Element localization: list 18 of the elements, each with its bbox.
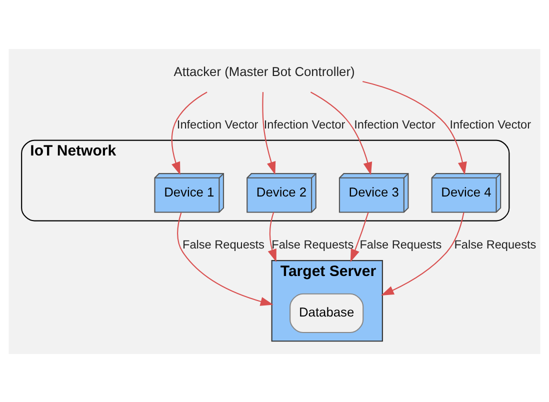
arrow bbox=[268, 212, 276, 262]
edge-label: Infection Vector bbox=[264, 116, 346, 131]
arrow bbox=[350, 212, 369, 262]
edge-label: Infection Vector bbox=[450, 116, 532, 131]
arrow bbox=[171, 91, 208, 174]
edge-label: False Requests bbox=[454, 237, 536, 252]
arrow bbox=[380, 212, 464, 296]
edge-label: False Requests bbox=[182, 237, 264, 252]
arrow bbox=[262, 92, 276, 174]
arrow bbox=[362, 80, 467, 174]
node-box: Database bbox=[290, 292, 364, 333]
edge-label: Infection Vector bbox=[354, 116, 436, 131]
edge-label: False Requests bbox=[272, 237, 354, 252]
arrow bbox=[177, 212, 274, 306]
arrow bbox=[310, 91, 372, 175]
edge-label: False Requests bbox=[360, 237, 442, 252]
edge-label: Infection Vector bbox=[176, 116, 258, 131]
node-text: Attacker (Master Bot Controller) bbox=[174, 63, 355, 78]
